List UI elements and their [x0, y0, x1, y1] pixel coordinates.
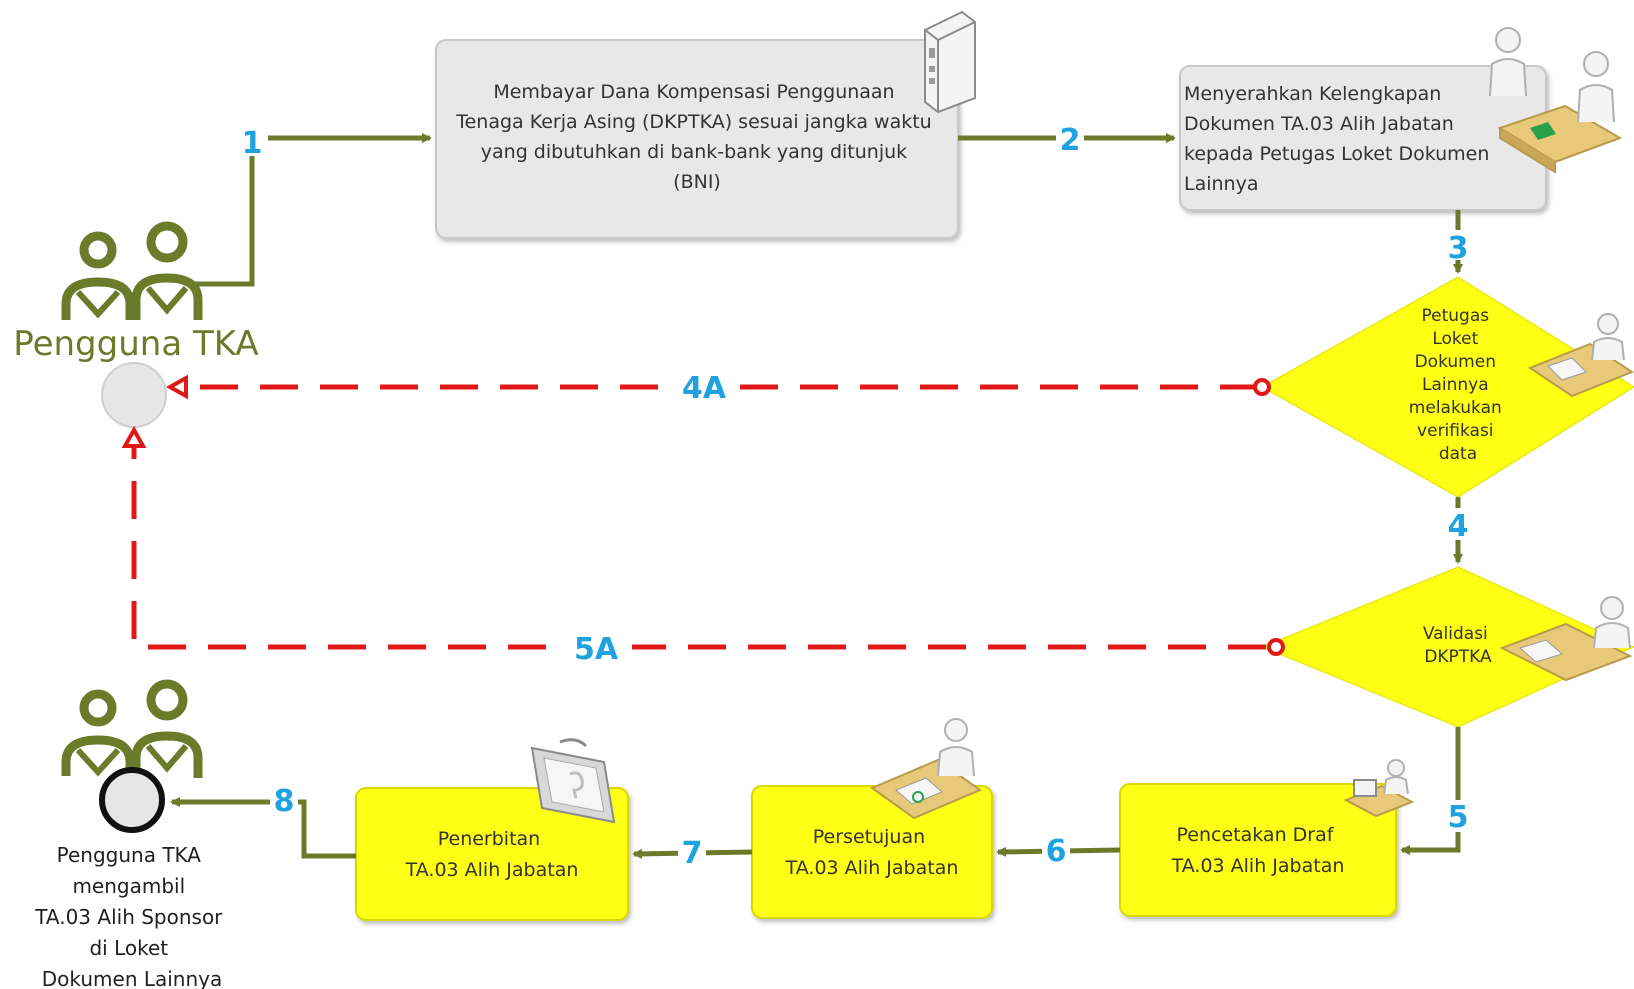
users-icon	[61, 679, 203, 778]
start-actor-label: Pengguna TKA	[13, 324, 258, 364]
node-approve: Persetujuan TA.03 Alih Jabatan	[751, 718, 993, 919]
end-actor-label: Pengguna TKA mengambil TA.03 Alih Sponso…	[34, 843, 229, 989]
step-label-2: 2	[1060, 123, 1081, 158]
step-label-8: 8	[274, 784, 295, 819]
submit-text: Menyerahkan Kelengkapan Dokumen TA.03 Al…	[1184, 83, 1495, 195]
end-actor: Pengguna TKA mengambil TA.03 Alih Sponso…	[34, 679, 229, 989]
step-label-4: 4	[1448, 509, 1469, 544]
step-label-4a: 4A	[682, 371, 727, 406]
users-icon	[61, 221, 203, 320]
flow-connectors	[170, 133, 1463, 859]
connector-8	[170, 797, 356, 859]
node-draft: Pencetakan Draf TA.03 Alih Jabatan	[1119, 759, 1415, 917]
start-event-circle	[101, 362, 167, 428]
reject-source-4a	[1253, 378, 1271, 396]
reject-connectors	[131, 384, 1266, 650]
approve-text: Persetujuan TA.03 Alih Jabatan	[785, 826, 959, 879]
start-actor: Pengguna TKA	[13, 221, 259, 428]
reject-connector-5a	[131, 440, 1266, 650]
reject-arrowhead-5a	[121, 425, 147, 448]
node-pay: Membayar Dana Kompensasi Penggunaan Tena…	[435, 10, 976, 239]
connector-5	[1400, 727, 1461, 855]
signing-officer-icon	[869, 718, 983, 820]
step-label-3: 3	[1448, 231, 1469, 266]
step-labels: 1 2 3 4A 4 5A 5 6 7 8	[236, 122, 1474, 871]
issue-text: Penerbitan TA.03 Alih Jabatan	[405, 828, 579, 881]
connector-1	[190, 133, 432, 287]
end-event-circle	[99, 767, 165, 833]
step-label-1: 1	[242, 126, 263, 161]
step-label-5: 5	[1448, 800, 1469, 835]
reject-arrowhead-4a	[165, 374, 188, 400]
reject-source-5a	[1267, 638, 1285, 656]
step-label-7: 7	[682, 836, 703, 871]
node-issue: Penerbitan TA.03 Alih Jabatan	[355, 738, 629, 921]
document-handover-icon	[1489, 27, 1623, 174]
officer-desk-icon	[1527, 313, 1634, 398]
node-validate: Validasi DKPTKA	[1260, 566, 1634, 728]
printer-operator-icon	[1343, 759, 1415, 818]
pay-box	[435, 39, 959, 239]
step-label-6: 6	[1046, 834, 1067, 869]
reject-markers	[121, 374, 1285, 656]
pay-text: Membayar Dana Kompensasi Penggunaan Tena…	[455, 81, 938, 193]
validate-text: Validasi DKPTKA	[1423, 624, 1493, 667]
node-verify: Petugas Loket Dokumen Lainnya melakukan …	[1260, 276, 1634, 498]
atm-machine-icon	[924, 10, 976, 114]
clipboard-certificate-icon	[530, 738, 616, 824]
approve-box	[751, 785, 993, 919]
step-label-5a: 5A	[574, 632, 619, 667]
draft-text: Pencetakan Draf TA.03 Alih Jabatan	[1171, 824, 1345, 877]
verify-text: Petugas Loket Dokumen Lainnya melakukan …	[1409, 306, 1507, 464]
node-submit: Menyerahkan Kelengkapan Dokumen TA.03 Al…	[1179, 27, 1623, 211]
officer-desk-icon	[1499, 596, 1633, 682]
